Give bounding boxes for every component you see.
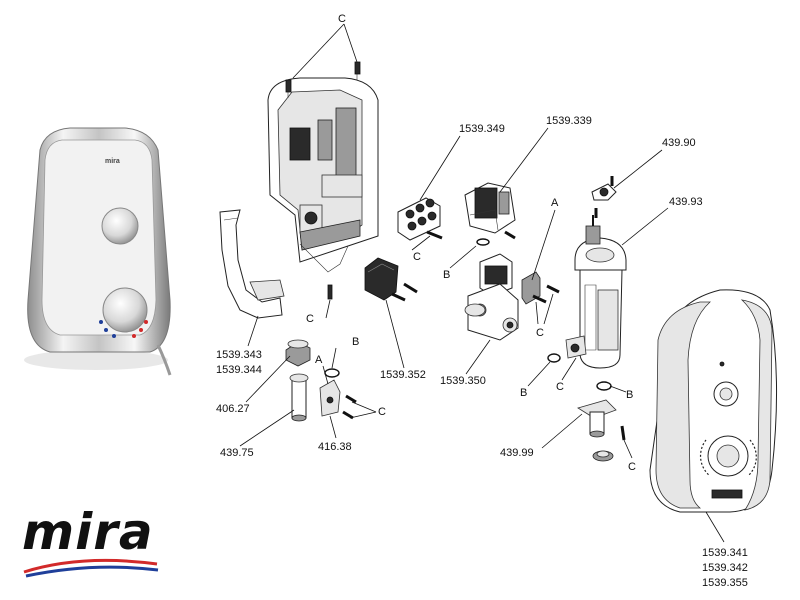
label-b-left: B (352, 336, 359, 348)
label-1539-339: 1539.339 (546, 115, 592, 127)
logo-wordmark: mira (22, 503, 154, 561)
flow-valve-stem-part (289, 373, 309, 422)
power-knob-icon (101, 207, 139, 245)
label-439-93: 439.93 (669, 196, 703, 208)
brand-logo: mira (22, 503, 162, 582)
terminal-block-part (397, 197, 443, 241)
screw-icon (285, 61, 361, 300)
part-labels: C 1539.349 1539.339 439.90 439.93 A C B … (216, 13, 748, 589)
pressure-switch-part (464, 182, 516, 246)
label-b-valve: B (443, 269, 450, 281)
label-a-mid: A (551, 197, 559, 209)
backplate-part (267, 65, 379, 273)
flow-valve-bracket-part (319, 368, 357, 420)
o-ring-icon (547, 353, 561, 363)
mounting-bracket-part (521, 271, 560, 305)
o-ring-icon (476, 238, 490, 246)
label-c-can: C (556, 381, 564, 393)
label-1539-344: 1539.344 (216, 364, 262, 376)
temperature-knob-icon (102, 287, 148, 333)
label-1539-355: 1539.355 (702, 577, 748, 589)
shower-product-photo: mira (24, 127, 172, 376)
label-c-bracket: C (536, 327, 544, 339)
side-trim-part (219, 209, 285, 319)
label-406-27: 406.27 (216, 403, 250, 415)
product-badge-text: mira (105, 158, 120, 165)
leader-lines (239, 23, 725, 543)
thermal-cutout-part (591, 176, 617, 218)
label-1539-341: 1539.341 (702, 547, 748, 559)
flow-valve-knob-part (285, 339, 311, 367)
label-c-top: C (338, 13, 346, 25)
front-cover-part (649, 289, 778, 513)
label-a-left: A (315, 354, 323, 366)
label-c-bottom: C (628, 461, 636, 473)
label-c-screw: C (413, 251, 421, 263)
label-b-right: B (626, 389, 633, 401)
o-ring-icon (324, 368, 340, 378)
hose-icon (156, 344, 172, 376)
heater-can-part (565, 215, 627, 369)
label-1539-352: 1539.352 (380, 369, 426, 381)
label-1539-343: 1539.343 (216, 349, 262, 361)
label-c-case: C (306, 313, 314, 325)
label-1539-349: 1539.349 (459, 123, 505, 135)
label-439-90: 439.90 (662, 137, 696, 149)
cable-clamp-part (364, 257, 418, 302)
label-b-can: B (520, 387, 527, 399)
label-416-38: 416.38 (318, 441, 352, 453)
label-1539-342: 1539.342 (702, 562, 748, 574)
label-439-99: 439.99 (500, 447, 534, 459)
solenoid-valve-part (464, 253, 519, 341)
label-439-75: 439.75 (220, 447, 254, 459)
mira-logo-swoosh-icon (23, 558, 159, 578)
o-ring-icon (596, 381, 612, 391)
label-1539-350: 1539.350 (440, 375, 486, 387)
label-c-left-pair: C (378, 406, 386, 418)
outlet-assembly-part (547, 353, 626, 462)
